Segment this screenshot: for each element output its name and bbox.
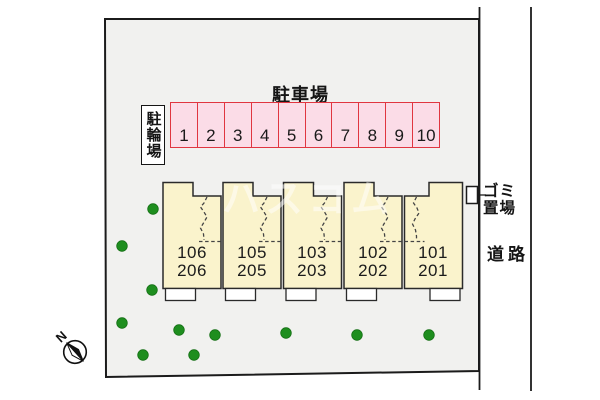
trees-group	[116, 203, 435, 361]
unit-number: 101	[418, 243, 448, 262]
road-label: 道路	[487, 245, 529, 264]
tree-icon	[209, 329, 221, 341]
parking-space: 4	[250, 103, 278, 147]
unit-label-105-205: 105 205	[223, 244, 281, 279]
tree-icon	[147, 203, 159, 215]
compass-needle-black	[66, 342, 84, 362]
tree-icon	[188, 349, 200, 361]
tree-icon	[146, 284, 158, 296]
tree-icon	[351, 329, 363, 341]
tree-icon	[116, 240, 128, 252]
unit-label-102-202: 102 202	[344, 244, 402, 279]
unit-label-106-206: 106 206	[163, 244, 221, 279]
building-unit-102	[343, 181, 403, 290]
building-unit-105	[222, 181, 282, 290]
unit-label-103-203: 103 203	[283, 244, 341, 279]
building-unit-106	[162, 181, 222, 290]
unit-number: 206	[177, 260, 207, 280]
garbage-box-icon	[465, 185, 479, 205]
stairs-106	[199, 196, 221, 243]
parking-space: 8	[358, 103, 385, 147]
parking-space: 6	[304, 103, 332, 147]
porch-105	[224, 287, 257, 302]
porch-101	[429, 287, 461, 302]
tree-icon	[137, 349, 149, 361]
unit-number: 103	[297, 243, 327, 262]
parking-space: 2	[196, 103, 224, 147]
tree-icon	[280, 327, 292, 339]
parking-space: 1	[179, 126, 189, 145]
building-unit-101	[403, 181, 464, 290]
parking-space: 9	[385, 103, 412, 147]
porch-106	[164, 287, 197, 302]
parking-lot: 1 2 3 4 5 6 7 8 9 10	[170, 102, 440, 148]
stairs-105	[259, 196, 281, 243]
unit-number: 102	[358, 243, 388, 262]
building-unit-103	[282, 181, 343, 290]
parking-space: 10	[412, 103, 439, 147]
tree-icon	[423, 329, 435, 341]
stairs-101	[404, 196, 425, 243]
stairs-102	[380, 196, 402, 243]
unit-number: 106	[177, 243, 207, 262]
unit-number: 205	[237, 260, 267, 280]
bicycle-parking-label: 駐輪場	[141, 105, 165, 165]
unit-number: 201	[418, 260, 448, 280]
garbage-area-label: ゴミ 置場	[483, 183, 517, 217]
unit-number: 105	[237, 243, 267, 262]
garbage-label-line: ゴミ	[483, 183, 517, 200]
tree-icon	[173, 324, 185, 336]
garbage-label-line: 置場	[483, 199, 517, 217]
compass-icon: N	[53, 328, 88, 365]
porch-102	[345, 287, 378, 302]
porch-103	[285, 287, 317, 302]
tree-icon	[116, 317, 128, 329]
parking-lot-title: 駐車場	[272, 85, 329, 105]
unit-number: 203	[297, 260, 327, 280]
parking-space: 7	[331, 103, 358, 147]
unit-number: 202	[358, 260, 388, 280]
stairs-103	[319, 196, 342, 243]
parking-space: 5	[277, 103, 305, 147]
parking-space: 3	[223, 103, 251, 147]
unit-label-101-201: 101 201	[404, 244, 462, 279]
